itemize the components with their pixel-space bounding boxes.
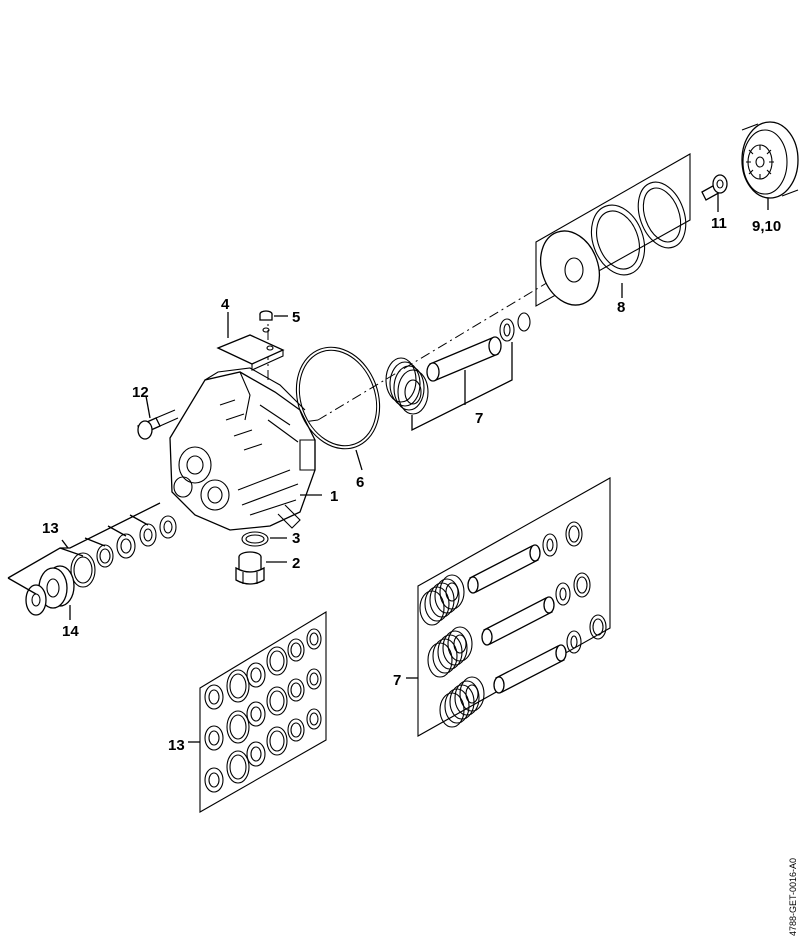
callout-1: 1 <box>330 488 338 505</box>
part-9-10-valve-plate[interactable] <box>741 121 799 199</box>
callout-14: 14 <box>62 623 79 640</box>
part-14-seal-retainer[interactable] <box>25 565 75 616</box>
part-12-bolt[interactable] <box>137 409 179 440</box>
part-5-small-screw[interactable] <box>259 310 273 333</box>
callout-7-upper: 7 <box>475 410 483 427</box>
callout-12: 12 <box>132 384 149 401</box>
part-1-pump-head[interactable] <box>169 367 316 531</box>
part-8-diaphragm-set[interactable] <box>531 153 695 313</box>
callout-4: 4 <box>221 296 230 313</box>
part-2-plug[interactable] <box>235 551 265 585</box>
part-13-seal-stack[interactable] <box>70 515 177 588</box>
callout-6: 6 <box>356 474 364 491</box>
callout-13-lower: 13 <box>168 737 185 754</box>
part-11-cap-screw[interactable] <box>701 174 728 201</box>
callout-3: 3 <box>292 530 300 547</box>
part-6-large-o-ring[interactable] <box>283 335 394 460</box>
callout-8: 8 <box>617 299 625 316</box>
part-4-cover-plate[interactable] <box>216 334 285 371</box>
callout-7-lower: 7 <box>393 672 401 689</box>
part-7-valve-kit-panel[interactable] <box>417 477 611 737</box>
part-7-valve-set-upper[interactable] <box>385 312 531 415</box>
callout-5: 5 <box>292 309 300 326</box>
callout-11: 11 <box>711 215 727 232</box>
part-3-o-ring[interactable] <box>241 531 269 547</box>
callout-13-upper: 13 <box>42 520 59 537</box>
callout-9-10: 9,10 <box>752 218 781 235</box>
part-13-seal-kit-panel[interactable] <box>199 611 327 813</box>
callout-2: 2 <box>292 555 300 572</box>
drawing-code: 4788-GET-0016-A0 <box>788 858 798 936</box>
